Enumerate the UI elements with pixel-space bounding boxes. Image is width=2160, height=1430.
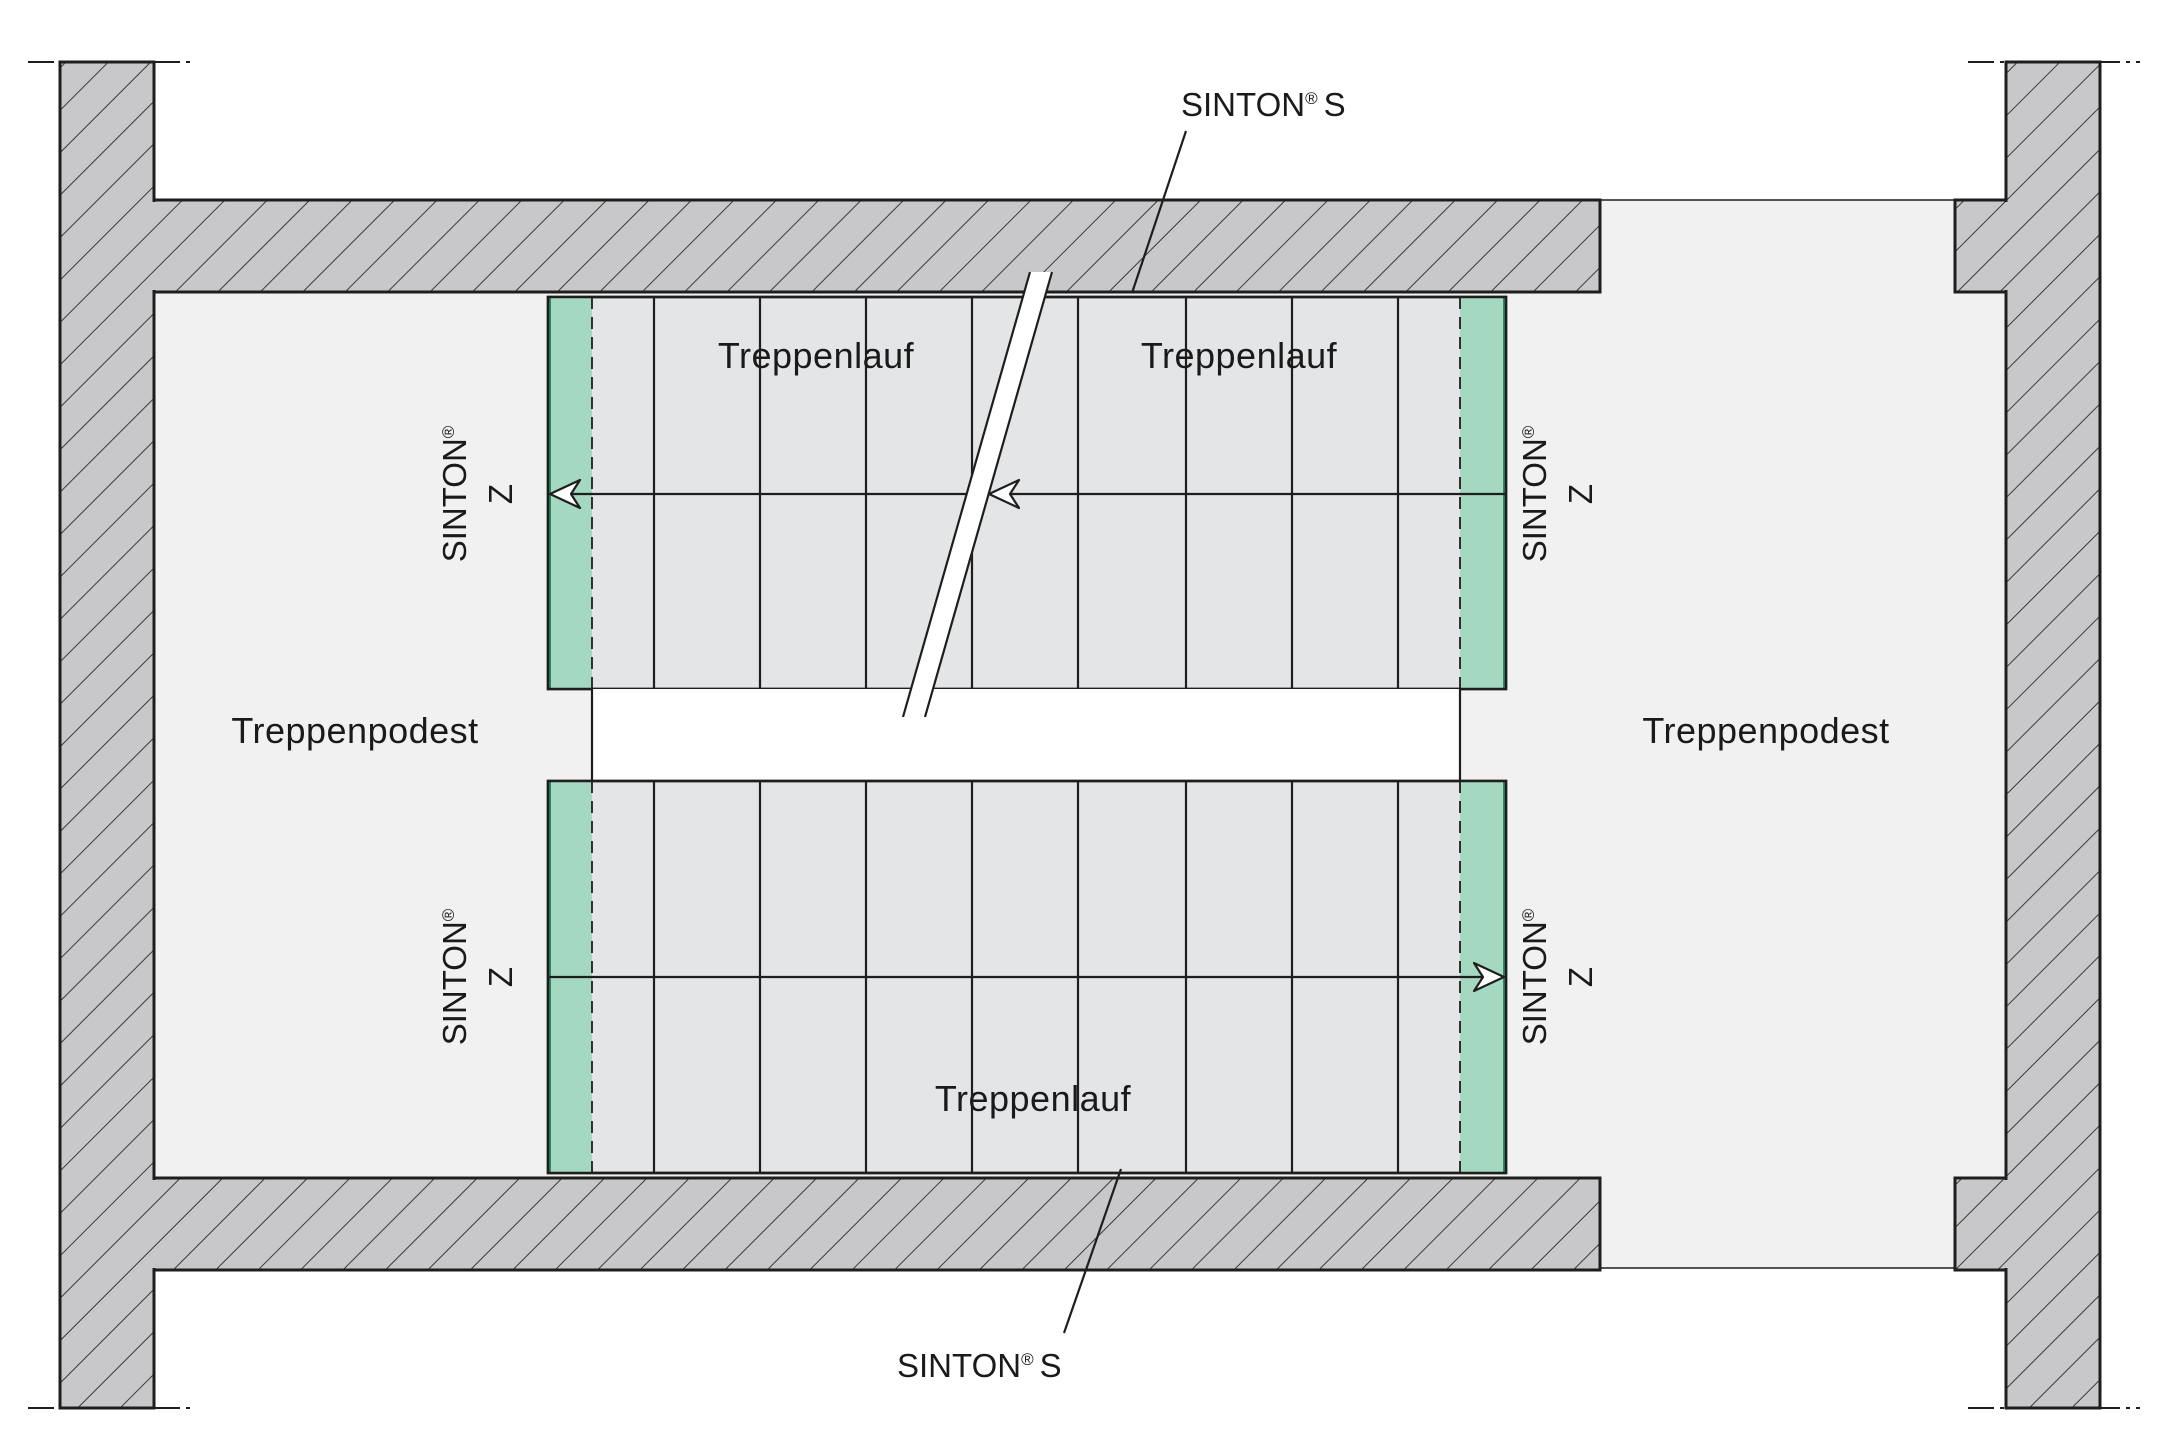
bearing-label-top-left: SINTON® Z (436, 425, 519, 562)
flight-label-bottom: Treppenlauf (935, 1078, 1132, 1119)
svg-text:SINTON®S: SINTON®S (897, 1347, 1062, 1384)
wall-lower (152, 1176, 1602, 1272)
leader-line-bottom (1062, 1168, 1123, 1334)
flight-label-top-right: Treppenlauf (1141, 335, 1338, 376)
stairwell-gap (590, 689, 1462, 781)
wall-joint-covers (152, 202, 2008, 1268)
wall-right-stub-bottom (1953, 1176, 2008, 1272)
svg-text:SINTON®: SINTON® (436, 425, 473, 562)
bearing-label-bottom-left: SINTON® Z (436, 908, 519, 1045)
wall-right (2004, 60, 2102, 1410)
svg-text:Z: Z (482, 484, 519, 504)
svg-text:SINTON®S: SINTON®S (1181, 86, 1346, 123)
wall-upper (152, 198, 1602, 294)
wall-right-stub-top (1953, 198, 2008, 294)
svg-text:SINTON®: SINTON® (1516, 908, 1553, 1045)
stair-flight-lower (546, 779, 1508, 1175)
open-arrowhead-icon (548, 478, 582, 510)
landing-right-floor (1600, 200, 2006, 1268)
svg-text:Z: Z (1562, 484, 1599, 504)
open-arrowhead-icon (1472, 961, 1506, 993)
wall-openings (1600, 199, 1955, 1269)
svg-text:SINTON®: SINTON® (1516, 425, 1553, 562)
callout-label-bottom: SINTON®S (897, 1347, 1062, 1384)
leader-lines (1062, 130, 1188, 1334)
landing-label-right: Treppenpodest (1642, 710, 1889, 751)
landing-label-left: Treppenpodest (231, 710, 478, 751)
leader-line-top (1130, 130, 1188, 294)
svg-text:Z: Z (1562, 967, 1599, 987)
callout-label-top: SINTON®S (1181, 86, 1346, 123)
flight-label-top-left: Treppenlauf (718, 335, 915, 376)
bearing-label-top-right: SINTON® Z (1516, 425, 1599, 562)
wall-left (58, 60, 156, 1410)
svg-text:SINTON®: SINTON® (436, 908, 473, 1045)
dash-dot-axis-icon (28, 61, 2140, 1409)
svg-text:Z: Z (482, 967, 519, 987)
bearing-label-bottom-right: SINTON® Z (1516, 908, 1599, 1045)
open-arrowhead-icon (987, 478, 1021, 510)
